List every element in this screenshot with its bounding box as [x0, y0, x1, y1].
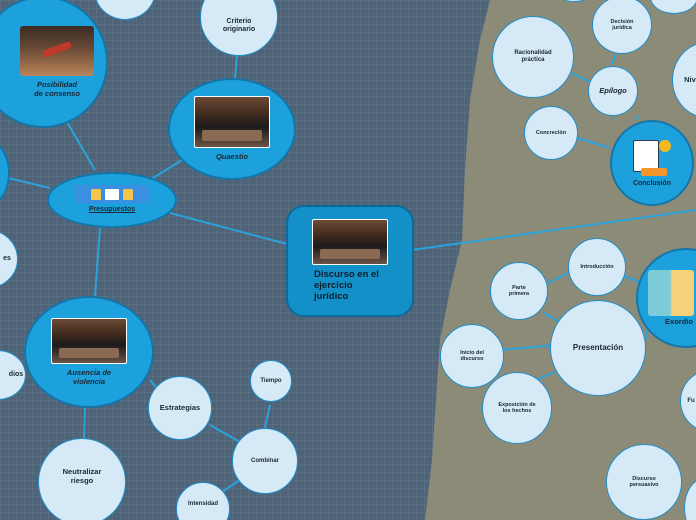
quaestio-label: Quaestio	[215, 152, 249, 162]
concrecion-label: Concreción	[535, 129, 567, 136]
courtroom-photo	[312, 219, 388, 266]
ausencia-violencia-label: Ausencia de violencia	[66, 367, 112, 386]
introduccion-node[interactable]: Introducción	[568, 238, 626, 296]
quaestio-node[interactable]: Quaestio	[168, 78, 296, 180]
partial-dios-label: dios	[8, 370, 24, 378]
conclusion-label: Conclusión	[632, 179, 672, 187]
posibilidad-consenso-label: Posibilidad de consenso	[34, 79, 80, 98]
estrategias-label: Estrategias	[159, 402, 201, 412]
parte-primera-label: Parte primera	[508, 284, 530, 297]
parte-primera-node[interactable]: Parte primera	[490, 262, 548, 320]
decision-juridica-node[interactable]: Decisión jurídica	[592, 0, 652, 54]
quaestio-photo	[194, 96, 270, 149]
combinar-node[interactable]: Combinar	[232, 428, 298, 494]
epilogo-label: Epílogo	[599, 85, 627, 95]
racionalidad-practica-node[interactable]: Racionalidad práctica	[492, 16, 574, 98]
presentacion-node[interactable]: Presentación	[550, 300, 646, 396]
exposicion-hechos-node[interactable]: Exposición de los hechos	[482, 372, 552, 444]
epilogo-node[interactable]: Epílogo	[588, 66, 638, 116]
faces-icon	[648, 269, 694, 316]
ausencia-violencia-node[interactable]: Ausencia de violencia	[24, 296, 154, 408]
presupuestos-label: Presupuestos	[88, 206, 136, 214]
gavel-photo	[20, 25, 94, 76]
central-topic-node[interactable]: Discurso en el ejercicio jurídico	[286, 205, 414, 317]
posibilidad-consenso-node[interactable]: Posibilidad de consenso	[0, 0, 108, 128]
discurso-persuasivo-label: Discurso persuasivo	[629, 475, 659, 488]
presentacion-label: Presentación	[572, 343, 624, 353]
exordio-label: Exordio	[665, 316, 693, 326]
intensidad-label: Intensidad	[187, 500, 218, 507]
tiempo-label: Tiempo	[260, 377, 282, 384]
intensidad-node[interactable]: Intensidad	[176, 482, 230, 520]
assembly-photo	[51, 317, 127, 364]
neutralizar-riesgo-node[interactable]: Neutralizar riesgo	[38, 438, 126, 520]
discurso-persuasivo-node[interactable]: Discurso persuasivo	[606, 444, 682, 520]
neutralizar-riesgo-label: Neutralizar riesgo	[62, 467, 102, 485]
conclusion-node[interactable]: Conclusión	[610, 120, 694, 206]
inicio-discurso-node[interactable]: Inicio del discurso	[440, 324, 504, 388]
partial-fu-label: Fu	[687, 397, 695, 404]
presupuestos-node[interactable]: Presupuestos	[47, 172, 177, 228]
introduccion-label: Introducción	[580, 263, 614, 270]
combinar-label: Combinar	[250, 457, 279, 464]
exposicion-hechos-label: Exposición de los hechos	[498, 401, 536, 414]
tiempo-node[interactable]: Tiempo	[250, 360, 292, 402]
estrategias-node[interactable]: Estrategias	[148, 376, 212, 440]
decision-juridica-label: Decisión jurídica	[610, 18, 634, 31]
central-topic-label: Discurso en el ejercicio jurídico	[314, 269, 379, 302]
partial-nive-label: Nive	[684, 74, 696, 84]
racionalidad-practica-label: Racionalidad práctica	[514, 50, 552, 63]
concrecion-node[interactable]: Concreción	[524, 106, 578, 160]
checklist-person-icon	[631, 138, 673, 178]
partial-es-label: es	[3, 254, 11, 262]
criterio-originario-label: Criterio originario	[222, 17, 256, 33]
inicio-discurso-label: Inicio del discurso	[460, 349, 484, 362]
presentation-icon	[75, 185, 149, 204]
